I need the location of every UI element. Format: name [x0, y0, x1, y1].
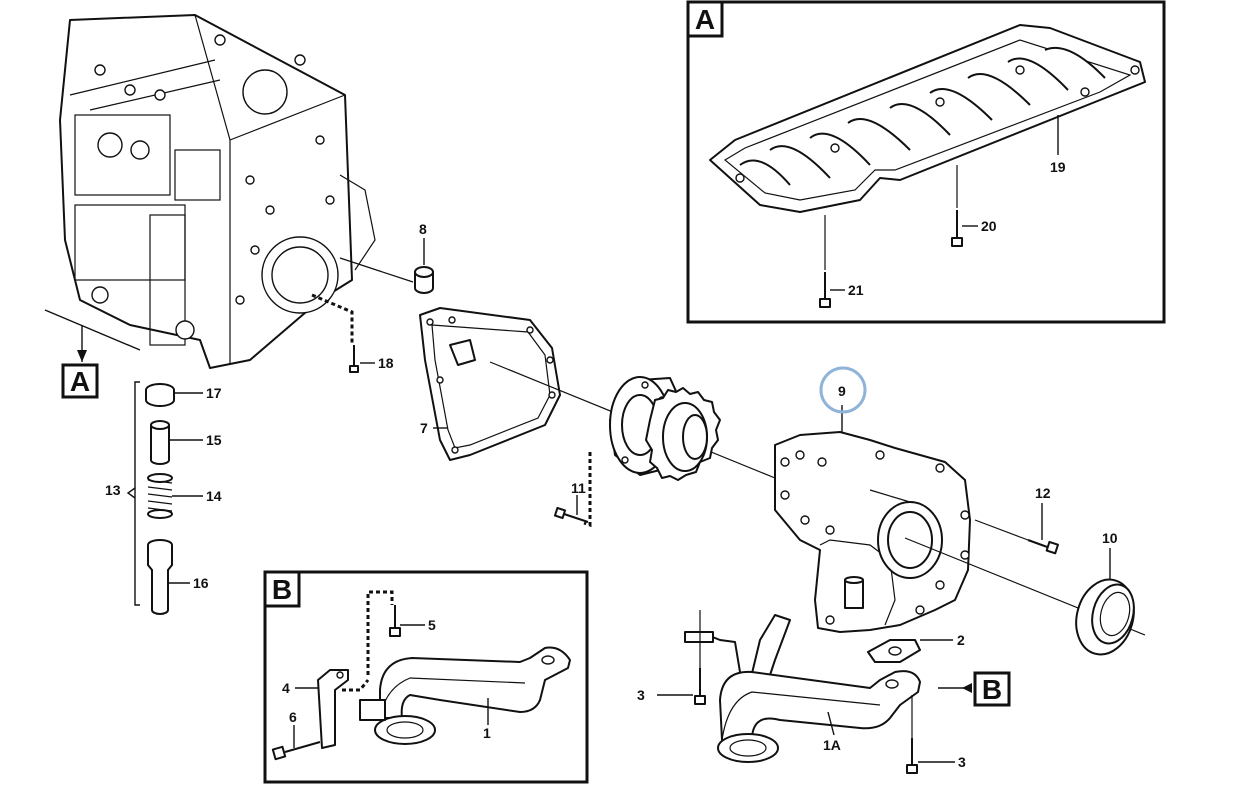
- bolt-5: [389, 605, 401, 637]
- highlight-circle: [819, 366, 867, 414]
- callout-6: 6: [289, 709, 297, 725]
- callout-17: 17: [206, 385, 222, 401]
- view-a-marker: A: [70, 366, 90, 397]
- bracket-4: [317, 669, 349, 749]
- bolt-6: [271, 741, 321, 761]
- bolt-3-right: [906, 738, 918, 774]
- engine-block: [59, 14, 376, 369]
- gasket-2: [867, 639, 921, 663]
- bolt-12: [1027, 539, 1059, 555]
- inset-b-frame: [263, 570, 589, 784]
- oil-pan-gasket-19: [709, 24, 1146, 213]
- callout-7: 7: [420, 420, 428, 436]
- callout-1: 1: [483, 725, 491, 741]
- bolt-18: [349, 345, 359, 373]
- suction-pipe-1: [359, 646, 571, 745]
- callout-9: 9: [838, 383, 846, 399]
- suction-pipe-1A: [684, 614, 921, 763]
- inset-a-label-box: [686, 0, 724, 38]
- bushing-8: [414, 266, 434, 294]
- pump-drive-gear: [609, 376, 721, 481]
- callout-12: 12: [1035, 485, 1051, 501]
- view-b-marker-box: [973, 671, 1011, 707]
- callout-18: 18: [378, 355, 394, 371]
- bolt-11: [553, 506, 589, 523]
- gasket-7: [419, 307, 561, 461]
- bolt-20: [951, 210, 963, 247]
- inset-a-frame: [686, 0, 1166, 324]
- callout-13: 13: [105, 482, 121, 498]
- callout-14: 14: [206, 488, 222, 504]
- callout-4: 4: [282, 680, 290, 696]
- callout-5: 5: [428, 617, 436, 633]
- callout-15: 15: [206, 432, 222, 448]
- callout-8: 8: [419, 221, 427, 237]
- callout-1A: 1A: [823, 737, 841, 753]
- callout-20: 20: [981, 218, 997, 234]
- callout-21: 21: [848, 282, 864, 298]
- view-a-marker-box: [61, 363, 99, 399]
- callout-3-right: 3: [958, 754, 966, 770]
- bolt-3-left: [694, 668, 706, 705]
- view-b-marker: B: [982, 674, 1002, 705]
- callout-11: 11: [571, 480, 586, 496]
- inset-b-label: B: [272, 574, 292, 605]
- seal-10: [1075, 578, 1135, 656]
- inset-b-label-box: [263, 570, 301, 608]
- valve-stack: [126, 381, 175, 615]
- callout-10: 10: [1102, 530, 1118, 546]
- bolt-21: [819, 272, 831, 308]
- callout-19: 19: [1050, 159, 1066, 175]
- callout-3-left: 3: [637, 687, 645, 703]
- callout-2: 2: [957, 632, 965, 648]
- inset-a-label: A: [695, 4, 715, 35]
- oil-pump-housing: [774, 431, 971, 633]
- callout-16: 16: [193, 575, 209, 591]
